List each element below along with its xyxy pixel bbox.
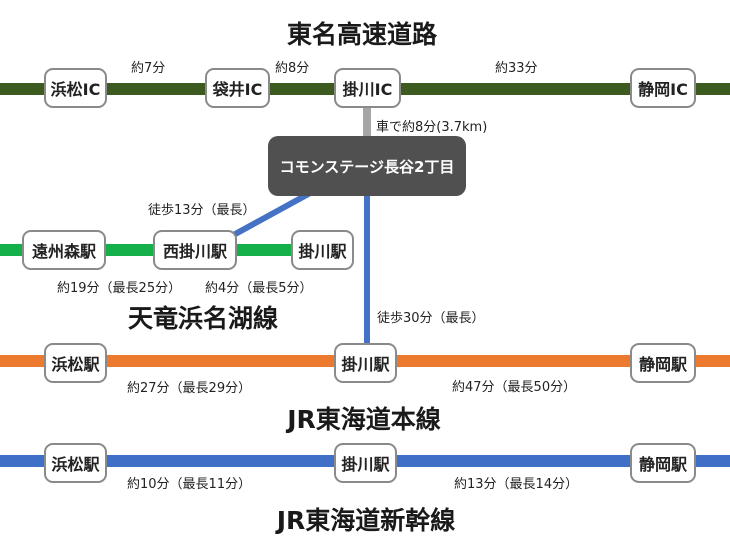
- time-fukuroi-kakegawa: 約8分: [275, 61, 310, 76]
- station-hamamatsu-ic[interactable]: 浜松IC: [44, 68, 107, 108]
- time-hamamatsu-fukuroi: 約7分: [131, 61, 166, 76]
- time-enshumori-nishikakegawa: 約19分（最長25分）: [57, 281, 182, 296]
- time-nishikakegawa-kakegawa: 約4分（最長5分）: [205, 281, 313, 296]
- station-shizuoka-tokaido[interactable]: 静岡駅: [630, 343, 696, 383]
- station-fukuroi-ic[interactable]: 袋井IC: [205, 68, 270, 108]
- station-enshu-mori[interactable]: 遠州森駅: [22, 230, 106, 270]
- station-nishi-kakegawa[interactable]: 西掛川駅: [153, 230, 237, 270]
- time-kakegawa-shizuoka-tokaido: 約47分（最長50分）: [452, 380, 577, 395]
- walk-time-kakegawa: 徒歩30分（最長）: [377, 311, 485, 326]
- station-hamamatsu-shinkansen[interactable]: 浜松駅: [44, 443, 107, 483]
- time-kakegawa-shizuoka: 約33分: [495, 61, 538, 76]
- tokaido-title: JR東海道本線: [287, 405, 441, 434]
- walk-line-nishikakegawa: [226, 189, 314, 241]
- expressway-title: 東名高速道路: [286, 20, 438, 49]
- tenryu-title: 天竜浜名湖線: [127, 304, 279, 333]
- walk-time-nishikakegawa: 徒歩13分（最長）: [148, 203, 256, 218]
- station-shizuoka-ic[interactable]: 静岡IC: [630, 68, 696, 108]
- station-kakegawa-ic[interactable]: 掛川IC: [334, 68, 401, 108]
- station-hamamatsu-tokaido[interactable]: 浜松駅: [44, 343, 107, 383]
- shinkansen-title: JR東海道新幹線: [276, 506, 456, 535]
- station-kakegawa-tenryu[interactable]: 掛川駅: [291, 230, 354, 270]
- car-access-time: 車で約8分(3.7km): [376, 120, 488, 135]
- destination-hub[interactable]: コモンステージ長谷2丁目: [268, 136, 466, 196]
- station-shizuoka-shinkansen[interactable]: 静岡駅: [630, 443, 696, 483]
- time-hamamatsu-kakegawa-shinkansen: 約10分（最長11分）: [127, 477, 252, 492]
- station-kakegawa-tokaido[interactable]: 掛川駅: [334, 343, 397, 383]
- station-kakegawa-shinkansen[interactable]: 掛川駅: [334, 443, 397, 483]
- time-kakegawa-shizuoka-shinkansen: 約13分（最長14分）: [454, 477, 579, 492]
- time-hamamatsu-kakegawa-tokaido: 約27分（最長29分）: [127, 381, 252, 396]
